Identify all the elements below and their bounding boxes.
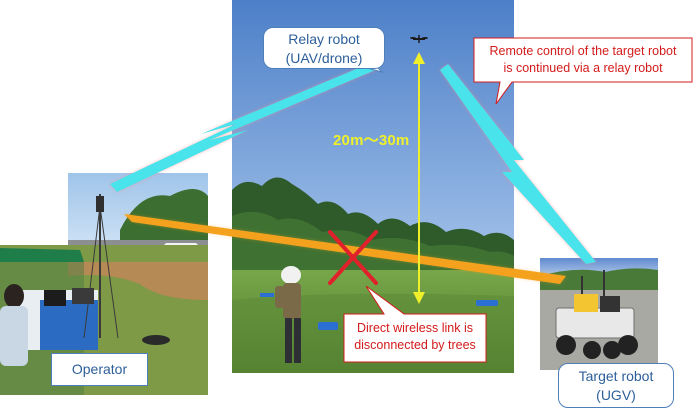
blocked-note-callout-shape: [343, 285, 487, 363]
target-robot-label-line1: Target robot: [578, 368, 654, 384]
relay-note-line2: is continued via a relay robot: [503, 61, 663, 75]
target-robot-photo: [540, 258, 658, 370]
distance-label: 20m〜30m: [333, 132, 410, 149]
target-robot-vehicle: [555, 270, 638, 359]
wireless-link-operator-relay: [110, 62, 380, 192]
relay-note-text: Remote control of the target robot is co…: [476, 43, 690, 77]
relay-robot-label: Relay robot (UAV/drone): [263, 27, 385, 69]
relay-note-line1: Remote control of the target robot: [489, 44, 677, 58]
relay-note-callout-shape: [473, 37, 693, 105]
operator-label-text: Operator: [71, 361, 128, 377]
distance-arrow: [413, 52, 425, 304]
target-robot-label: Target robot (UGV): [558, 363, 674, 408]
operator-label: Operator: [51, 353, 148, 386]
cross-mark-icon: [328, 230, 378, 285]
drone-icon: [410, 35, 428, 43]
blocked-note-line2: disconnected by trees: [354, 338, 476, 352]
blocked-note-line1: Direct wireless link is: [357, 321, 473, 335]
wireless-link-relay-target: [440, 64, 596, 264]
field-person: [275, 266, 301, 363]
relay-robot-label-line2: (UAV/drone): [285, 50, 363, 66]
blocked-note-text: Direct wireless link is disconnected by …: [346, 320, 484, 354]
relay-robot-label-line1: Relay robot: [288, 31, 360, 47]
target-robot-label-line2: (UGV): [596, 387, 636, 403]
